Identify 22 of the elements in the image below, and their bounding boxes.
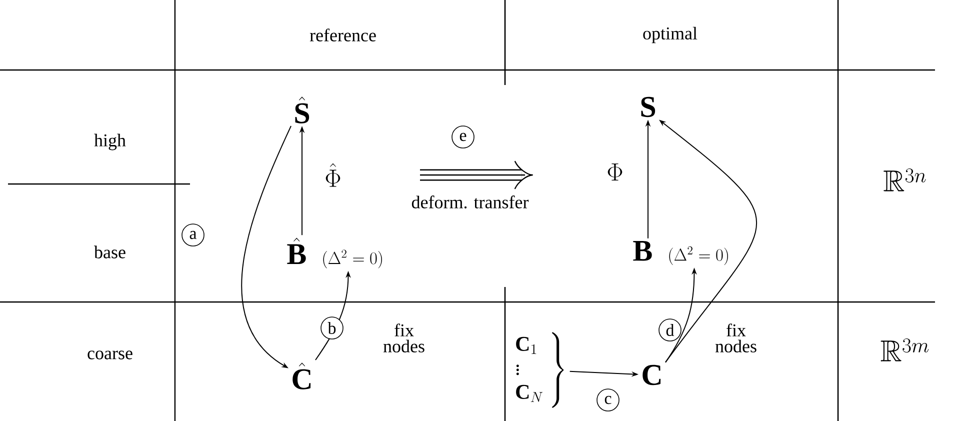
math-symbol: $\left.\begin{array}{l}\mathbf{C}_1\\ \vdots\\ \mathbf{C}_N\end{array}\right\}$ (516, 332, 564, 408)
space-label: $\mathbb{R}^{3m}$ (880, 338, 929, 362)
note: fix nodes (383, 324, 424, 352)
row-label: high (94, 134, 126, 150)
header: optimal (643, 26, 698, 44)
condition-label: $(\Delta^2 = 0)$ (669, 246, 728, 265)
math-symbol: $\mathbf{C}$ (642, 364, 661, 386)
row-label: coarse (88, 350, 132, 360)
math-symbol: $\hat{\mathbf{S}}$ (295, 96, 310, 124)
math-symbol: $\hat{\mathbf{B}}$ $(\Delta^2 = 0)$ (287, 238, 382, 268)
math-symbol: $\hat{\mathbf{C}}$ (292, 362, 311, 390)
edge-label: $\hat{\Phi}$ (326, 163, 340, 187)
math-symbol: $\mathbf{S}$ (641, 96, 656, 118)
space-label: $\mathbb{R}^{3n}$ (884, 168, 926, 192)
math-symbol: $\mathbf{B}$ $(\Delta^2 = 0)$ (633, 241, 728, 265)
condition-label: $(\Delta^2 = 0)$ (323, 250, 382, 268)
arrow-label: deform. transfer (412, 196, 529, 208)
edge-label: $\Phi$ (608, 164, 622, 180)
row-label: base (94, 246, 126, 258)
header: reference (310, 28, 376, 42)
note: fix nodes (715, 324, 756, 352)
arrow (241, 126, 292, 368)
